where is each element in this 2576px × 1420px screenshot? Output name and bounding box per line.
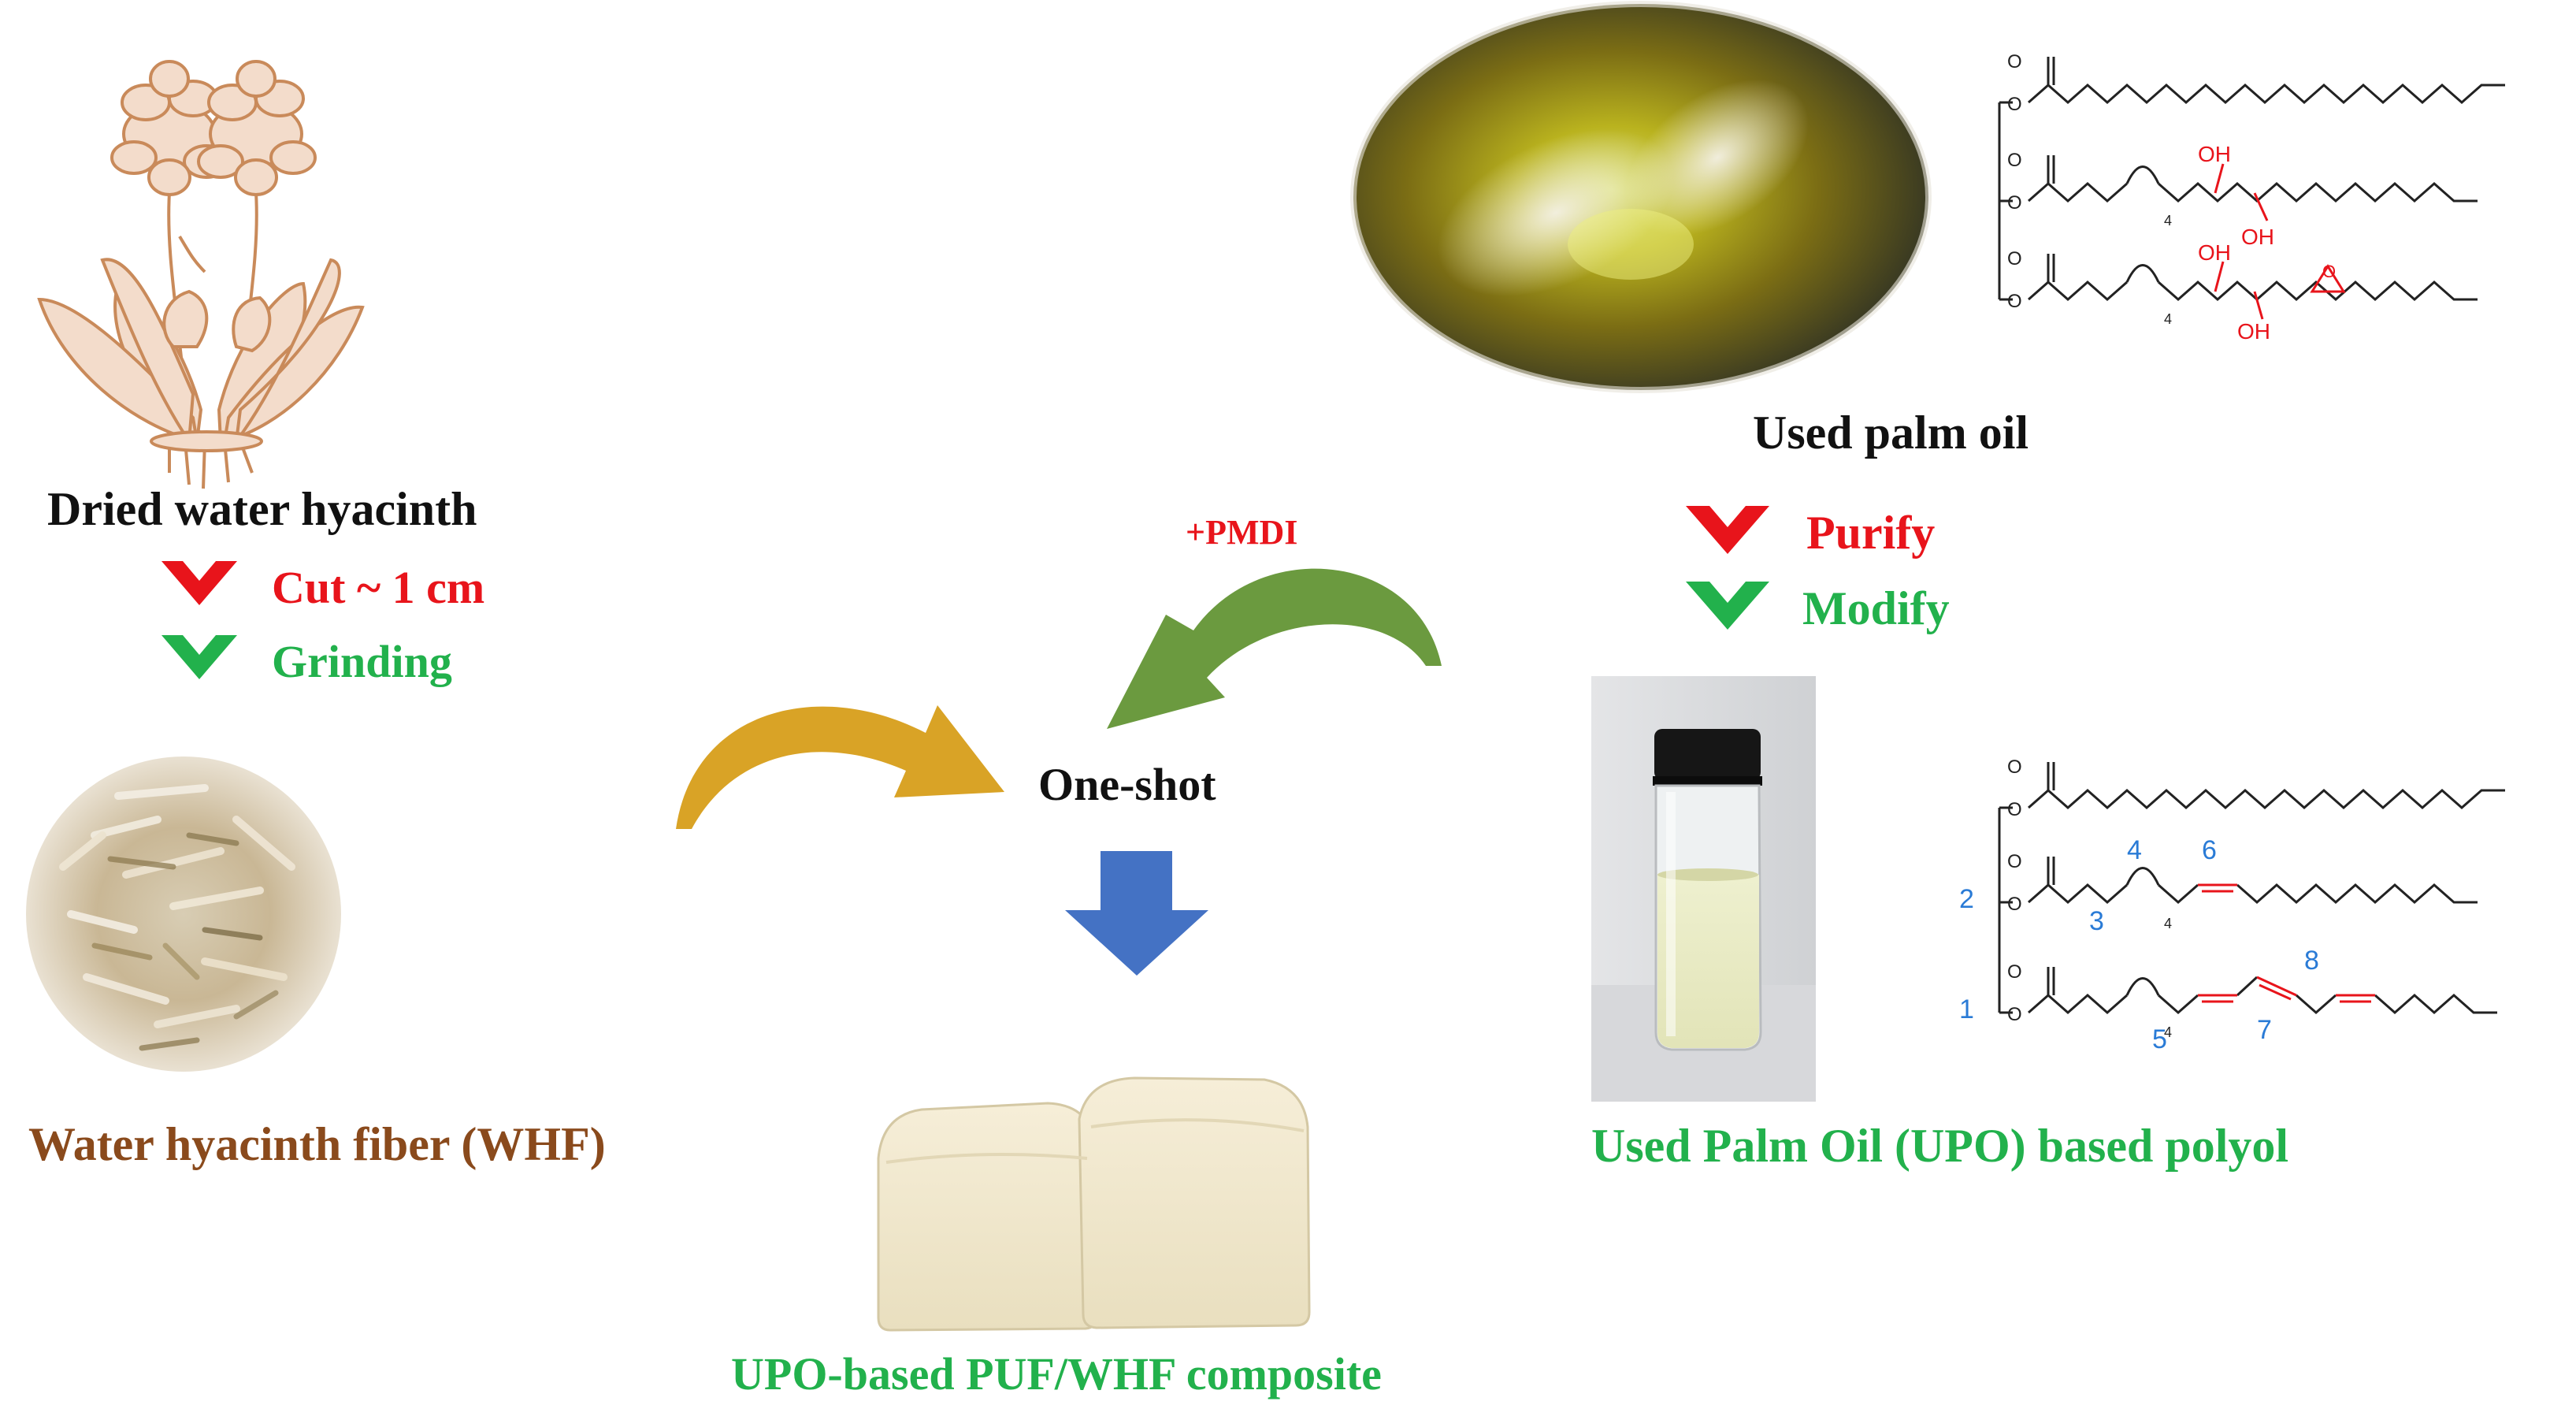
position-number: 5	[2152, 1024, 2167, 1054]
process-label: One-shot	[1038, 759, 1216, 810]
green-curved-arrow	[1107, 568, 1442, 729]
position-number: 1	[1959, 994, 1974, 1024]
oil-structure-text: O O O O O O O	[2007, 51, 2336, 312]
svg-text:O: O	[2007, 248, 2022, 270]
reagent-label: +PMDI	[1186, 513, 1298, 552]
svg-text:O: O	[2007, 192, 2022, 214]
svg-text:O: O	[2007, 150, 2022, 171]
position-number: 7	[2257, 1015, 2272, 1045]
polyol-structure	[1998, 762, 2505, 1014]
polyol-structure-text: O O O O O O	[2007, 756, 2022, 1025]
blue-down-arrow	[1065, 851, 1208, 976]
svg-text:O: O	[2007, 51, 2022, 72]
oh-label: OH	[2241, 225, 2274, 249]
position-number: 6	[2202, 835, 2217, 865]
fiber-photo	[26, 756, 341, 1072]
product-label: UPO-based PUF/WHF composite	[731, 1348, 1382, 1400]
svg-text:O: O	[2007, 799, 2022, 820]
svg-text:O: O	[2007, 1004, 2022, 1025]
subscript-label: 4	[2164, 916, 2173, 931]
svg-text:O: O	[2322, 262, 2336, 281]
oil-structure	[1998, 57, 2505, 301]
position-number: 8	[2304, 946, 2319, 976]
svg-text:O: O	[2007, 851, 2022, 872]
subscript-label: 4	[2164, 213, 2173, 229]
position-number: 2	[1959, 884, 1974, 914]
step-modify-label: Modify	[1802, 582, 1950, 634]
step-cut-label: Cut ~ 1 cm	[272, 562, 485, 613]
polyol-label: Used Palm Oil (UPO) based polyol	[1591, 1120, 2289, 1172]
chevron-down-icon	[161, 561, 237, 679]
position-number: 3	[2089, 906, 2104, 936]
orange-curved-arrow	[676, 705, 1004, 829]
step-grinding-label: Grinding	[272, 636, 452, 687]
position-number: 4	[2127, 835, 2142, 865]
oil-label: Used palm oil	[1753, 407, 2029, 459]
oil-photo	[1350, 1, 1932, 393]
svg-text:O: O	[2007, 894, 2022, 915]
oh-label: OH	[2237, 319, 2270, 344]
oh-label: OH	[2198, 240, 2231, 265]
foam-photo	[877, 1076, 1311, 1332]
subscript-label: 4	[2164, 1024, 2173, 1040]
step-purify-label: Purify	[1806, 507, 1936, 559]
polyol-double-bonds	[2198, 883, 2375, 1003]
plant-label: Dried water hyacinth	[47, 483, 477, 535]
oil-structure-hydroxyl	[2214, 163, 2346, 320]
svg-text:O: O	[2007, 94, 2022, 115]
subscript-label: 4	[2164, 311, 2173, 327]
svg-text:O: O	[2007, 756, 2022, 778]
oh-label: OH	[2198, 142, 2231, 166]
svg-text:O: O	[2007, 291, 2022, 312]
svg-text:O: O	[2007, 961, 2022, 983]
chevron-down-icon	[1686, 506, 1769, 630]
water-hyacinth-drawing	[37, 60, 365, 489]
fiber-label: Water hyacinth fiber (WHF)	[28, 1118, 606, 1170]
polyol-vial-photo	[1591, 676, 1816, 1102]
